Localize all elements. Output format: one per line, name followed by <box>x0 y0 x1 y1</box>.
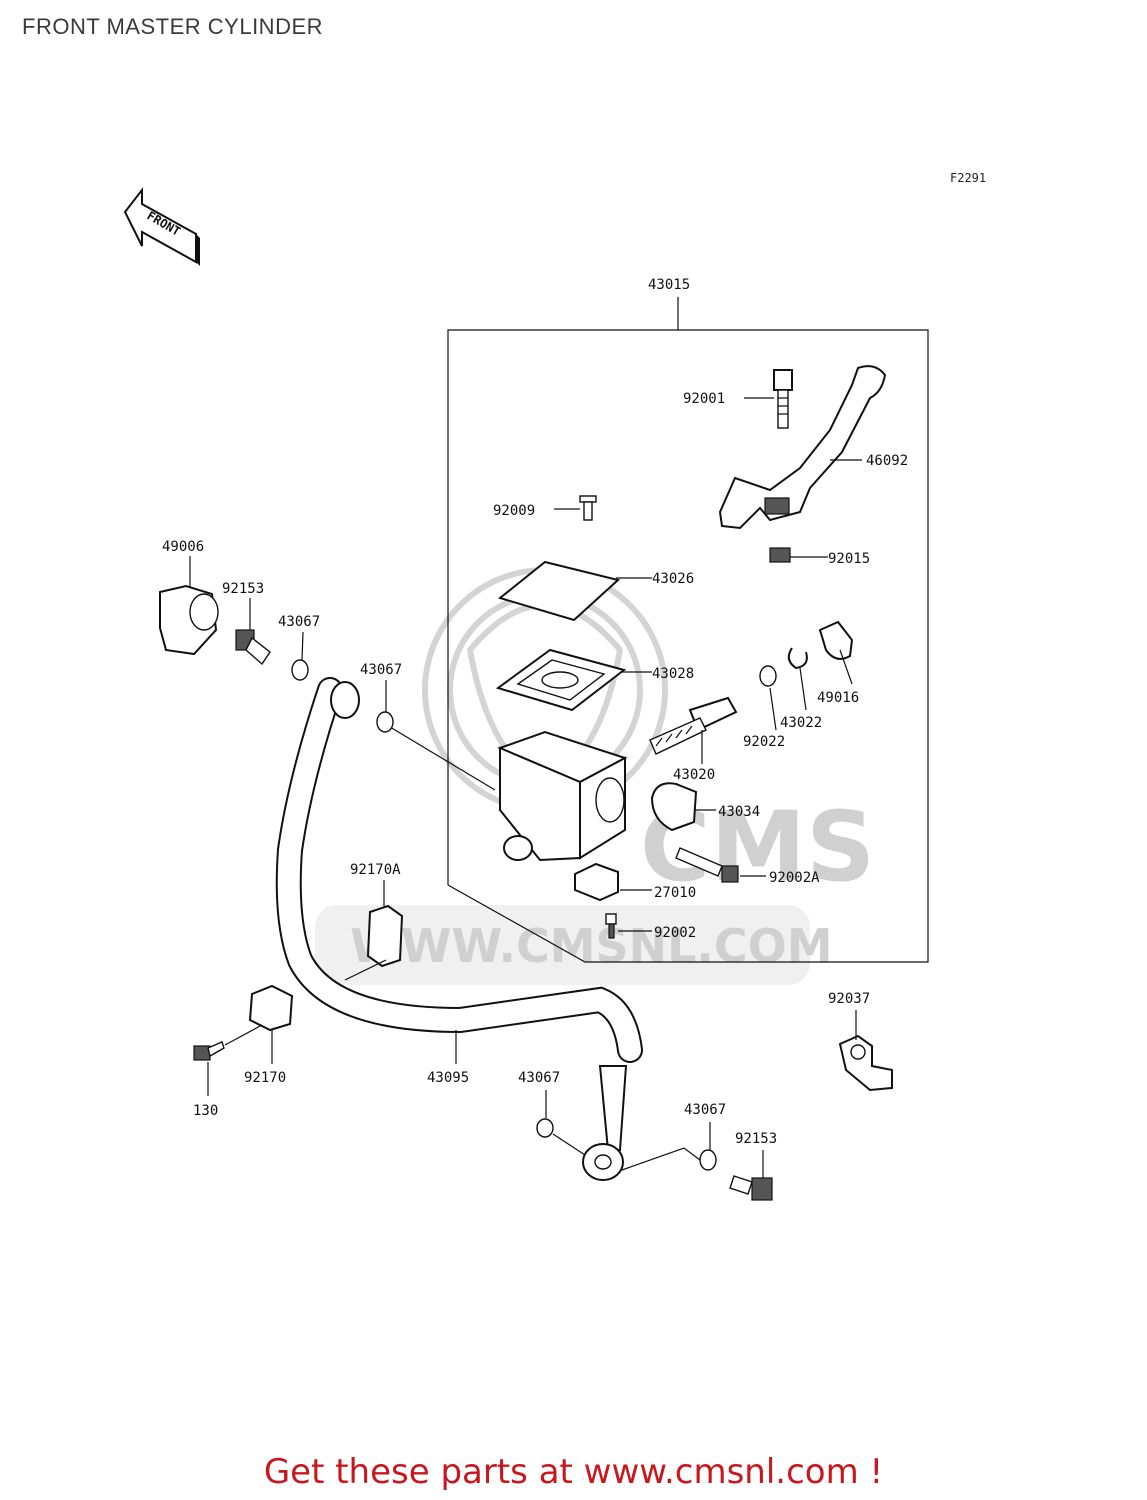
part-piston-43020 <box>649 696 738 764</box>
part-bolt-92002A <box>675 847 766 883</box>
label-43067-lower-left: 43067 <box>518 1070 560 1086</box>
label-27010: 27010 <box>654 885 696 901</box>
parts-diagram: CMS WWW.CMSNL.COM FRONT <box>123 187 929 1201</box>
label-49006: 49006 <box>162 539 204 555</box>
part-clamp-92170 <box>224 984 294 1064</box>
part-clamp-43034 <box>650 782 716 832</box>
part-washer-92022 <box>759 665 777 731</box>
part-lever-46092 <box>718 365 887 530</box>
watermark: CMS WWW.CMSNL.COM <box>315 567 875 985</box>
label-43026: 43026 <box>652 571 694 587</box>
part-diaphragm-43028 <box>495 648 652 712</box>
footer-call-to-action[interactable]: Get these parts at www.cmsnl.com ! <box>263 1452 884 1492</box>
label-43028: 43028 <box>652 666 694 682</box>
label-49016: 49016 <box>817 690 859 706</box>
assembly-bracket-43015 <box>447 297 929 963</box>
part-screw-92009 <box>554 495 597 521</box>
part-bolt-92001 <box>744 369 793 429</box>
label-43095: 43095 <box>427 1070 469 1086</box>
part-banjo-bolt-92153-upper <box>235 598 271 666</box>
label-92037: 92037 <box>828 991 870 1007</box>
watermark-url: WWW.CMSNL.COM <box>350 919 833 973</box>
part-banjo-bolt-92153-lower <box>729 1150 773 1201</box>
part-cap-49006 <box>159 556 219 656</box>
label-92015: 92015 <box>828 551 870 567</box>
label-43067-lower-right: 43067 <box>684 1102 726 1118</box>
part-washer-43067-lower-left <box>536 1090 586 1156</box>
figure-code: F2291 <box>950 171 987 185</box>
label-92009: 92009 <box>493 503 535 519</box>
part-screw-92002 <box>605 913 652 939</box>
part-hose-fitting-lower <box>582 1065 628 1181</box>
label-92153-lower: 92153 <box>735 1131 777 1147</box>
part-switch-27010 <box>574 862 652 902</box>
label-130: 130 <box>193 1103 218 1119</box>
part-washer-43067-upper-right <box>376 680 394 733</box>
label-43015: 43015 <box>648 277 690 293</box>
part-washer-43067-upper-left <box>291 631 309 681</box>
label-46092: 46092 <box>866 453 908 469</box>
label-43020: 43020 <box>673 767 715 783</box>
label-92002A: 92002A <box>769 870 820 886</box>
part-bolt-130 <box>193 1041 225 1096</box>
part-cap-43026 <box>497 560 652 622</box>
label-43034: 43034 <box>718 804 760 820</box>
part-clip-92170A <box>344 880 404 981</box>
part-hose-43095 <box>275 677 643 1064</box>
part-clamp-92037 <box>838 1010 893 1092</box>
part-boot-49016 <box>818 620 854 685</box>
part-nut-92015 <box>769 547 828 563</box>
label-92170: 92170 <box>244 1070 286 1086</box>
label-43067-upper-right: 43067 <box>360 662 402 678</box>
label-92002: 92002 <box>654 925 696 941</box>
part-master-cylinder-body <box>384 723 628 862</box>
label-43067-upper-left: 43067 <box>278 614 320 630</box>
label-92153-upper: 92153 <box>222 581 264 597</box>
label-92170A: 92170A <box>350 862 401 878</box>
page-title: FRONT MASTER CYLINDER <box>22 14 324 39</box>
part-circlip-43022 <box>787 647 808 711</box>
part-washer-43067-lower-right <box>621 1122 717 1171</box>
label-43022: 43022 <box>780 715 822 731</box>
label-92022: 92022 <box>743 734 785 750</box>
front-arrow-icon: FRONT <box>123 187 200 266</box>
label-92001: 92001 <box>683 391 725 407</box>
